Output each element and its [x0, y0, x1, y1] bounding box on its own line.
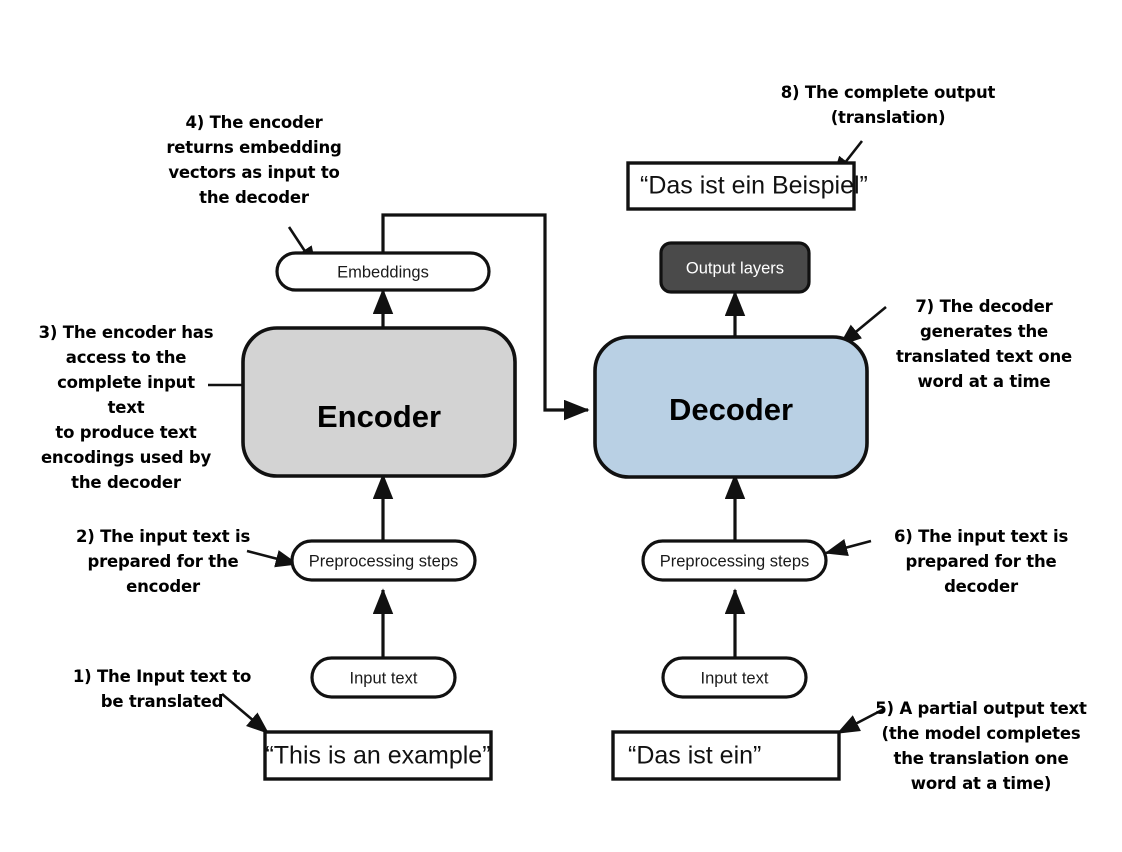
block-source-sentence[interactable]: “This is an example” [263, 730, 493, 781]
block-partial-output[interactable]: “Das ist ein” [611, 730, 841, 781]
annotation-6-input-prepared-for-decoder: 6) The input text is prepared for the de… [879, 524, 1083, 599]
annotation-2-input-prepared-for-encoder: 2) The input text is prepared for the en… [60, 524, 266, 599]
block-embeddings[interactable]: Embeddings [275, 251, 491, 292]
annotation-1-input-text-to-be-translated: 1) The Input text to be translated [62, 664, 262, 714]
annotation-1-line-1: 1) The Input text to [72, 667, 252, 686]
annotation-3-line-6: the decoder [71, 473, 181, 492]
annotation-8-complete-output: 8) The complete output (translation) [778, 80, 998, 130]
source-sentence-box[interactable] [263, 730, 493, 781]
output-layers-label: Output layers [686, 259, 784, 277]
input-text-right-box[interactable] [661, 656, 808, 699]
annotation-7-line-1: 7) The decoder [915, 297, 1053, 316]
annotation-2-line-3: encoder [126, 577, 200, 596]
block-output-layers[interactable]: Output layers [659, 241, 811, 294]
block-encoder[interactable]: Encoder [241, 326, 517, 478]
annotation-8-line-1: 8) The complete output [780, 83, 996, 102]
annotation-3-line-4: to produce text [55, 423, 197, 442]
complete-output-box[interactable] [626, 161, 856, 211]
block-input-text-right[interactable]: Input text [661, 656, 808, 699]
annotation-1-line-2: be translated [100, 692, 224, 711]
annotation-arrow-1 [221, 693, 270, 735]
encoder-box[interactable] [241, 326, 517, 478]
annotation-arrow-5 [836, 707, 885, 735]
annotation-3-line-3: complete input text [57, 373, 195, 417]
annotation-7-line-4: word at a time [917, 372, 1051, 391]
annotation-2-line-1: 2) The input text is [75, 527, 251, 546]
annotation-3-line-1: 3) The encoder has [38, 323, 214, 342]
annotation-3-encoder-access-to-input: 3) The encoder has access to the complet… [36, 320, 216, 495]
input-text-left-box[interactable] [310, 656, 457, 699]
embeddings-label: Embeddings [337, 263, 429, 281]
preprocessing-right-label: Preprocessing steps [660, 552, 810, 570]
annotation-3-line-5: encodings used by [40, 448, 212, 467]
complete-output-label: “Das ist ein Beispiel” [640, 172, 868, 200]
block-complete-output[interactable]: “Das ist ein Beispiel” [626, 161, 868, 211]
block-preprocessing-left[interactable]: Preprocessing steps [290, 539, 477, 582]
encoder-label: Encoder [317, 399, 441, 434]
annotation-6-line-2: prepared for the [905, 552, 1057, 571]
embeddings-box[interactable] [275, 251, 491, 292]
annotation-2-line-2: prepared for the [87, 552, 239, 571]
annotation-4-line-2: returns embedding [166, 138, 342, 157]
partial-output-box[interactable] [611, 730, 841, 781]
preprocessing-left-label: Preprocessing steps [309, 552, 459, 570]
input-text-left-label: Input text [350, 669, 418, 687]
connector-group [372, 213, 746, 658]
annotation-5-line-3: the translation one [893, 749, 1069, 768]
annotation-7-decoder-generates-text: 7) The decoder generates the translated … [886, 294, 1082, 394]
annotation-3-line-2: access to the [65, 348, 187, 367]
decoder-label: Decoder [669, 392, 793, 427]
block-decoder[interactable]: Decoder [593, 335, 869, 479]
annotation-arrow-2 [246, 549, 299, 568]
decoder-box[interactable] [593, 335, 869, 479]
partial-output-label: “Das ist ein” [628, 742, 761, 770]
output-layers-box[interactable] [659, 241, 811, 294]
annotation-5-partial-output-text: 5) A partial output text (the model comp… [874, 696, 1088, 796]
input-text-right-label: Input text [701, 669, 769, 687]
block-input-text-left[interactable]: Input text [310, 656, 457, 699]
annotation-4-encoder-returns-embeddings: 4) The encoder returns embedding vectors… [160, 110, 348, 210]
block-preprocessing-right[interactable]: Preprocessing steps [641, 539, 828, 582]
annotation-7-line-2: generates the [919, 322, 1049, 341]
annotation-4-line-3: vectors as input to [168, 163, 340, 182]
source-sentence-label: “This is an example” [265, 742, 490, 770]
annotation-5-line-1: 5) A partial output text [875, 699, 1087, 718]
preprocessing-left-box[interactable] [290, 539, 477, 582]
annotation-7-line-3: translated text one [896, 347, 1072, 366]
annotation-5-line-2: (the model completes [881, 724, 1081, 743]
annotation-8-line-2: (translation) [830, 108, 946, 127]
preprocessing-right-box[interactable] [641, 539, 828, 582]
annotation-6-line-1: 6) The input text is [893, 527, 1069, 546]
annotation-arrow-6 [824, 538, 872, 557]
connector-embeddings-to-decoder [381, 213, 590, 421]
annotation-4-line-1: 4) The encoder [185, 113, 323, 132]
annotation-6-line-3: decoder [944, 577, 1018, 596]
annotation-4-line-4: the decoder [199, 188, 309, 207]
annotation-5-line-4: word at a time) [910, 774, 1052, 793]
